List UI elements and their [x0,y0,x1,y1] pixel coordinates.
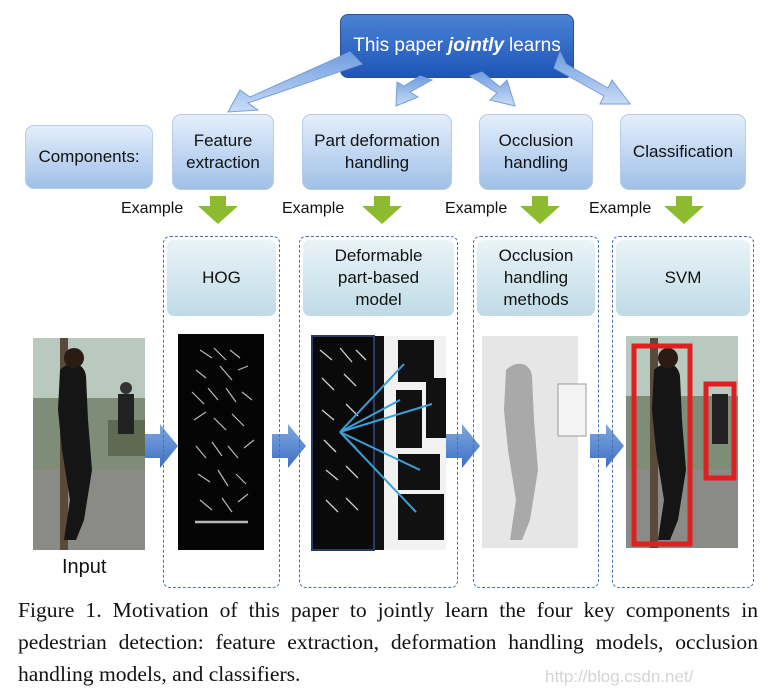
example-label-4: Example [589,200,652,217]
component-occlusion-handling: Occlusion handling [479,114,593,190]
component-label-line2: extraction [186,153,260,172]
component-part-deformation: Part deformation handling [302,114,452,190]
header-text-emph: jointly [448,35,504,56]
example-dpm-box: Deformable part-based model [303,240,454,316]
flow-arrow-2 [272,424,306,468]
example-arrows [198,196,704,224]
example-svm-label: SVM [664,268,702,287]
occlusion-image [482,336,587,548]
components-label-box: Components: [25,125,153,189]
panel-occlusion [473,236,599,588]
flow-arrow-1 [145,424,178,468]
panel-hog [163,236,280,588]
panel-svm [612,236,754,588]
components-label: Components: [38,147,140,166]
component-classification: Classification [620,114,746,190]
input-image [33,338,145,550]
watermark: http://blog.csdn.net/ [545,667,694,686]
example-dpm-line2: part-based [337,268,420,287]
component-label-line2: handling [503,153,569,172]
example-dpm-line3: model [355,290,402,309]
component-label-line1: Part deformation [314,131,440,150]
example-svm-box: SVM [616,240,750,316]
example-label-3: Example [445,200,508,217]
example-arrow-3 [520,196,560,224]
header-arrow-2 [395,75,434,107]
component-label-line1: Feature [193,131,253,150]
example-hog-box: HOG [167,240,276,316]
component-label-line1: Classification [632,142,734,161]
example-occlusion-line1: Occlusion [498,246,574,265]
header-arrow-3 [468,71,516,107]
example-label-1: Example [121,200,184,217]
example-occlusion-line2: handling [503,268,569,287]
header-arrow-4 [553,50,631,105]
component-label-line2: handling [344,153,410,172]
example-dpm-line1: Deformable [334,246,423,265]
header-arrow-1 [227,51,363,113]
figure-caption: Figure 1. Motivation of this paper to jo… [18,598,758,686]
example-hog-label: HOG [202,268,241,287]
component-feature-extraction: Feature extraction [172,114,274,190]
hog-image [178,334,264,550]
example-arrow-4 [664,196,704,224]
svm-image [626,336,738,548]
example-label-2: Example [282,200,345,217]
component-label-line1: Occlusion [498,131,574,150]
example-occlusion-box: Occlusion handling methods [477,240,595,316]
example-arrow-1 [198,196,238,224]
flow-arrow-3 [446,424,480,468]
example-occlusion-line3: methods [503,290,569,309]
header-box: This paper jointly learns [340,14,574,78]
input-label: Input [62,556,107,578]
header-text-post: learns [508,35,561,56]
header-text-pre: This paper [353,35,444,56]
panel-dpm [299,236,458,588]
dpm-image [311,335,446,551]
example-arrow-2 [362,196,402,224]
